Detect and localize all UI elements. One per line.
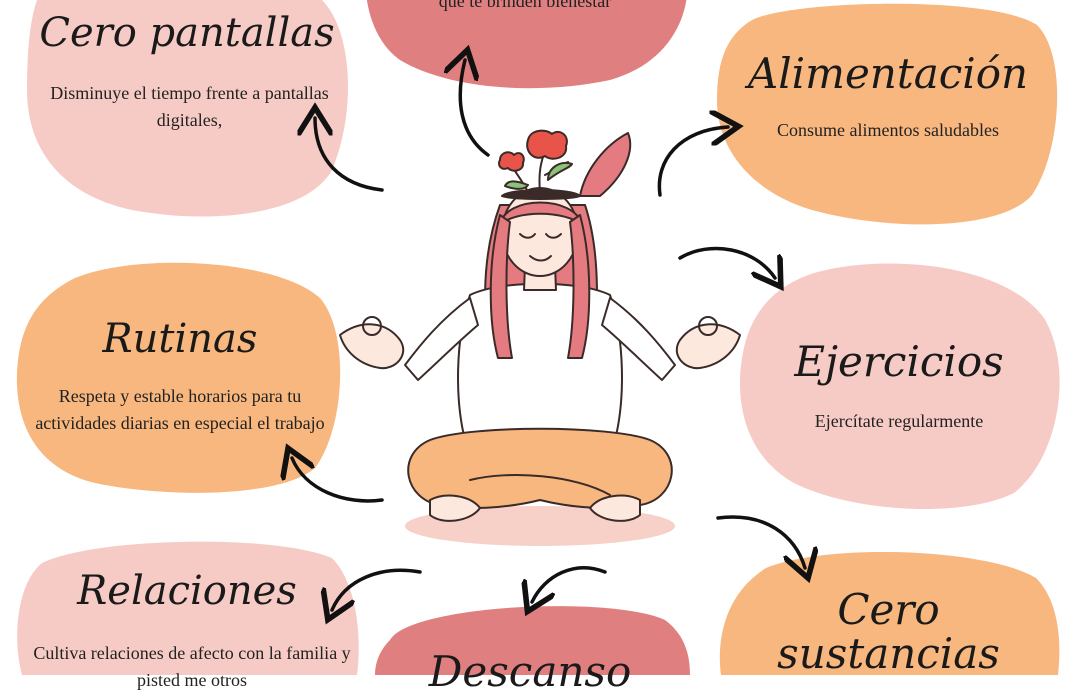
title-cero-sustancias: Cero sustancias: [777, 585, 1000, 679]
blob-relaciones-shape: [17, 541, 359, 675]
arrow-to-top-center: [460, 60, 490, 157]
title-cero-pantallas: Cero pantallas: [39, 10, 335, 56]
blob-ejercicios: Ejercicios Ejercítate regularmente: [734, 258, 1064, 510]
diagram-illustration: [0, 0, 1080, 675]
blob-top-center-text: que te brinden bienestar: [438, 0, 612, 11]
arrow-to-ejercicios: [678, 246, 775, 278]
text-alimentacion: Consume alimentos saludables: [777, 120, 999, 140]
blob-alimentacion-shape: [717, 3, 1058, 225]
title-relaciones: Relaciones: [77, 568, 297, 614]
meditating-woman-icon: [339, 129, 741, 546]
arrow-to-alimentacion: [657, 127, 728, 197]
blob-rutinas-shape: [16, 262, 341, 493]
text-cero-pantallas: Disminuye el tiempo frente a pantallas d…: [50, 83, 329, 130]
text-ejercicios: Ejercítate regularmente: [814, 411, 984, 431]
arrow-to-relaciones: [332, 568, 422, 610]
blob-descanso-shape: [375, 606, 690, 675]
blob-alimentacion: Alimentación Consume alimentos saludable…: [712, 0, 1064, 228]
blob-rutinas: Rutinas Respeta y estable horarios para …: [15, 258, 345, 496]
blob-cero-pantallas-shape: [27, 0, 349, 217]
arrow-to-cero-sustancias: [716, 515, 805, 568]
blob-ejercicios-shape: [739, 263, 1060, 510]
arrow-to-descanso: [532, 566, 607, 602]
title-alimentacion: Alimentación: [747, 49, 1029, 98]
title-rutinas: Rutinas: [102, 316, 258, 362]
blob-cero-pantallas: Cero pantallas Disminuye el tiempo frent…: [22, 0, 352, 222]
text-rutinas: Respeta y estable horarios para tu activ…: [35, 386, 325, 433]
arrow-to-rutinas: [292, 458, 384, 503]
title-ejercicios: Ejercicios: [794, 337, 1004, 386]
arrow-to-cero-pantallas: [315, 118, 384, 192]
